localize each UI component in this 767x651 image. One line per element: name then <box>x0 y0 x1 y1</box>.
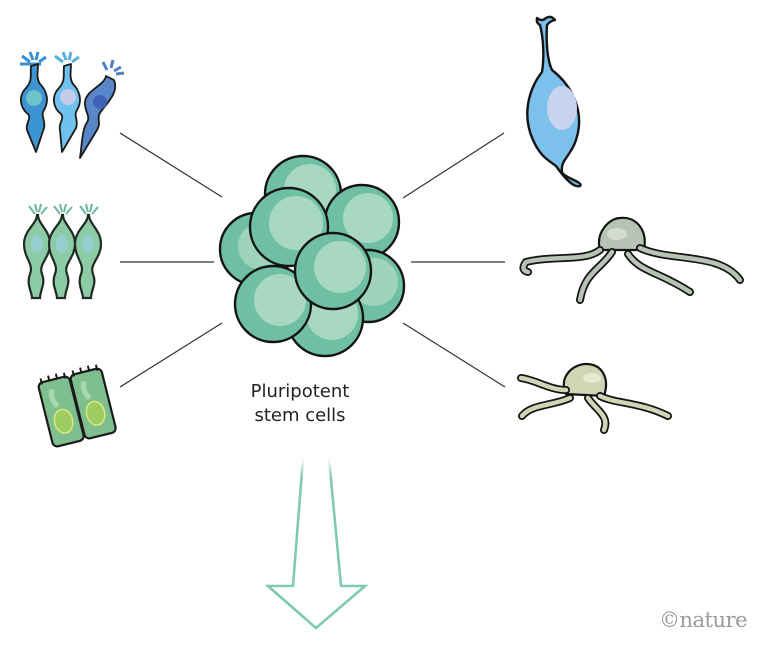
epithelial-cell <box>69 364 117 440</box>
connector-epithelial <box>119 322 223 388</box>
stem-cell <box>233 264 313 344</box>
hair-cells-illustration <box>22 203 103 300</box>
stem-cells-label-line1: Pluripotent <box>250 381 350 402</box>
stem-cells-label: Pluripotent stem cells <box>215 380 385 428</box>
hair-cell <box>22 203 52 300</box>
photoreceptor-cells-illustration <box>20 51 125 159</box>
epithelial-cells-illustration <box>37 364 117 448</box>
stem-cell <box>293 231 373 311</box>
down-arrow-icon <box>264 457 369 630</box>
connector-bipolar <box>402 132 505 199</box>
astrocyte-large-illustration <box>519 216 744 304</box>
photoreceptor-cell <box>53 51 81 153</box>
astrocyte-small-illustration <box>517 362 672 434</box>
photoreceptor-cell <box>20 51 48 153</box>
hair-cell <box>73 203 103 300</box>
connector-photoreceptors <box>119 132 223 198</box>
stem-cell-cluster <box>218 154 406 358</box>
photoreceptor-cell <box>79 59 125 159</box>
stem-cells-label-line2: stem cells <box>254 405 346 426</box>
hair-cell <box>47 203 77 300</box>
bipolar-neuron-illustration <box>526 15 582 188</box>
connector-lines <box>119 132 506 388</box>
epithelial-cell <box>37 372 85 448</box>
nature-credit: ©nature <box>659 608 747 632</box>
connector-astrocyte-small <box>402 322 506 388</box>
